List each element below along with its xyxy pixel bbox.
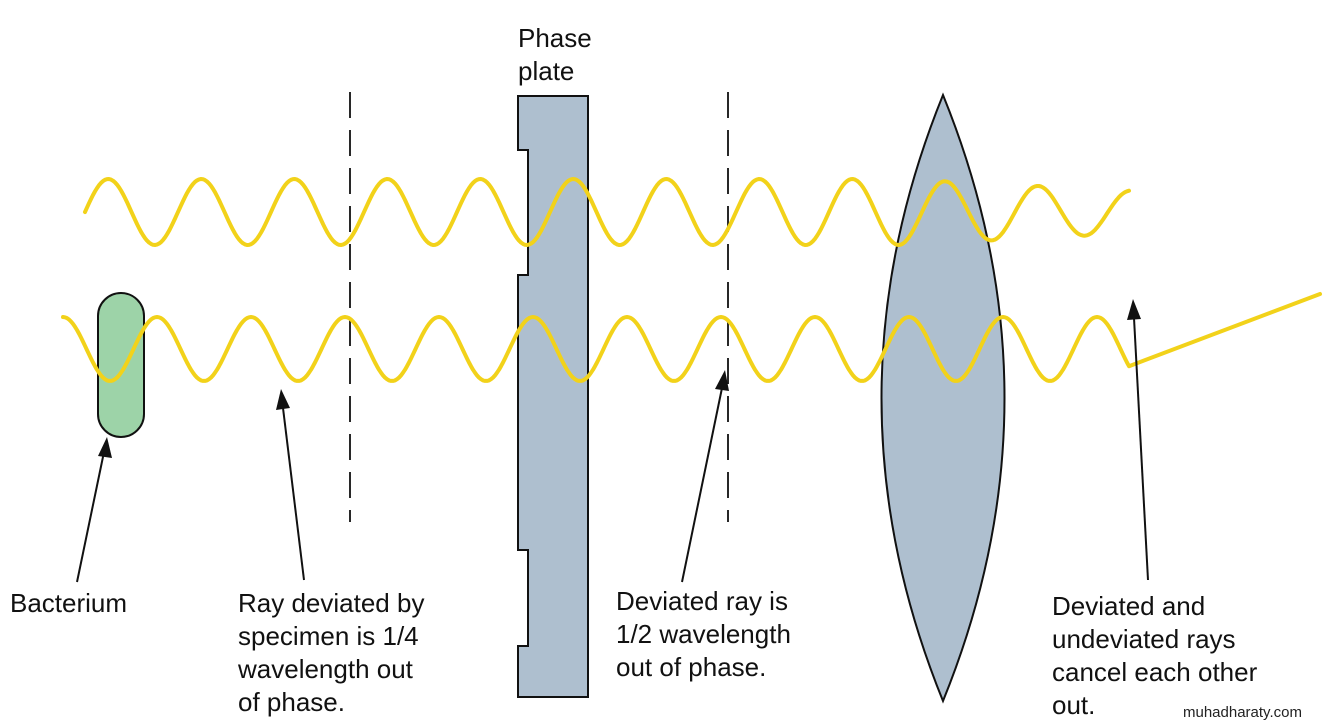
bacterium-label: Bacterium (10, 587, 127, 620)
cancel-label: Deviated and undeviated rays cancel each… (1052, 590, 1257, 722)
cancel-label-line: cancel each other (1052, 657, 1258, 687)
objective-lens (880, 92, 1006, 704)
deviated-ray-wave (61, 292, 1322, 383)
watermark: muhadharaty.com (1183, 704, 1302, 721)
half-wavelength-label-line: out of phase. (616, 652, 767, 682)
specimen-ray-label-line: Ray deviated by (238, 588, 425, 618)
arrow-bacterium (76, 437, 112, 583)
bacterium-label-line: Bacterium (10, 588, 128, 618)
cancel-label-line: out. (1052, 690, 1096, 720)
specimen-ray-label-line: wavelength out (238, 654, 413, 684)
phase-plate-title: Phase plate (518, 22, 592, 88)
phase-plate-title-line: Phase (518, 23, 592, 53)
half-wavelength-label-line: 1/2 wavelength (616, 619, 791, 649)
phase-plate (517, 95, 589, 698)
cancel-label-line: undeviated rays (1052, 624, 1236, 654)
arrow-half-wavelength (681, 370, 729, 583)
bacterium-shape (97, 292, 145, 438)
specimen-ray-label-line: of phase. (238, 687, 345, 717)
undeviated-ray-wave (83, 177, 1131, 247)
specimen-ray-label-line: specimen is 1/4 (238, 621, 419, 651)
half-wavelength-label-line: Deviated ray is (616, 586, 788, 616)
arrow-cancel (1127, 299, 1149, 581)
arrow-specimen-ray (276, 389, 305, 581)
cancel-label-line: Deviated and (1052, 591, 1206, 621)
specimen-ray-label: Ray deviated by specimen is 1/4 waveleng… (238, 587, 424, 719)
phase-plate-title-line: plate (518, 56, 575, 86)
half-wavelength-label: Deviated ray is 1/2 wavelength out of ph… (616, 585, 791, 684)
